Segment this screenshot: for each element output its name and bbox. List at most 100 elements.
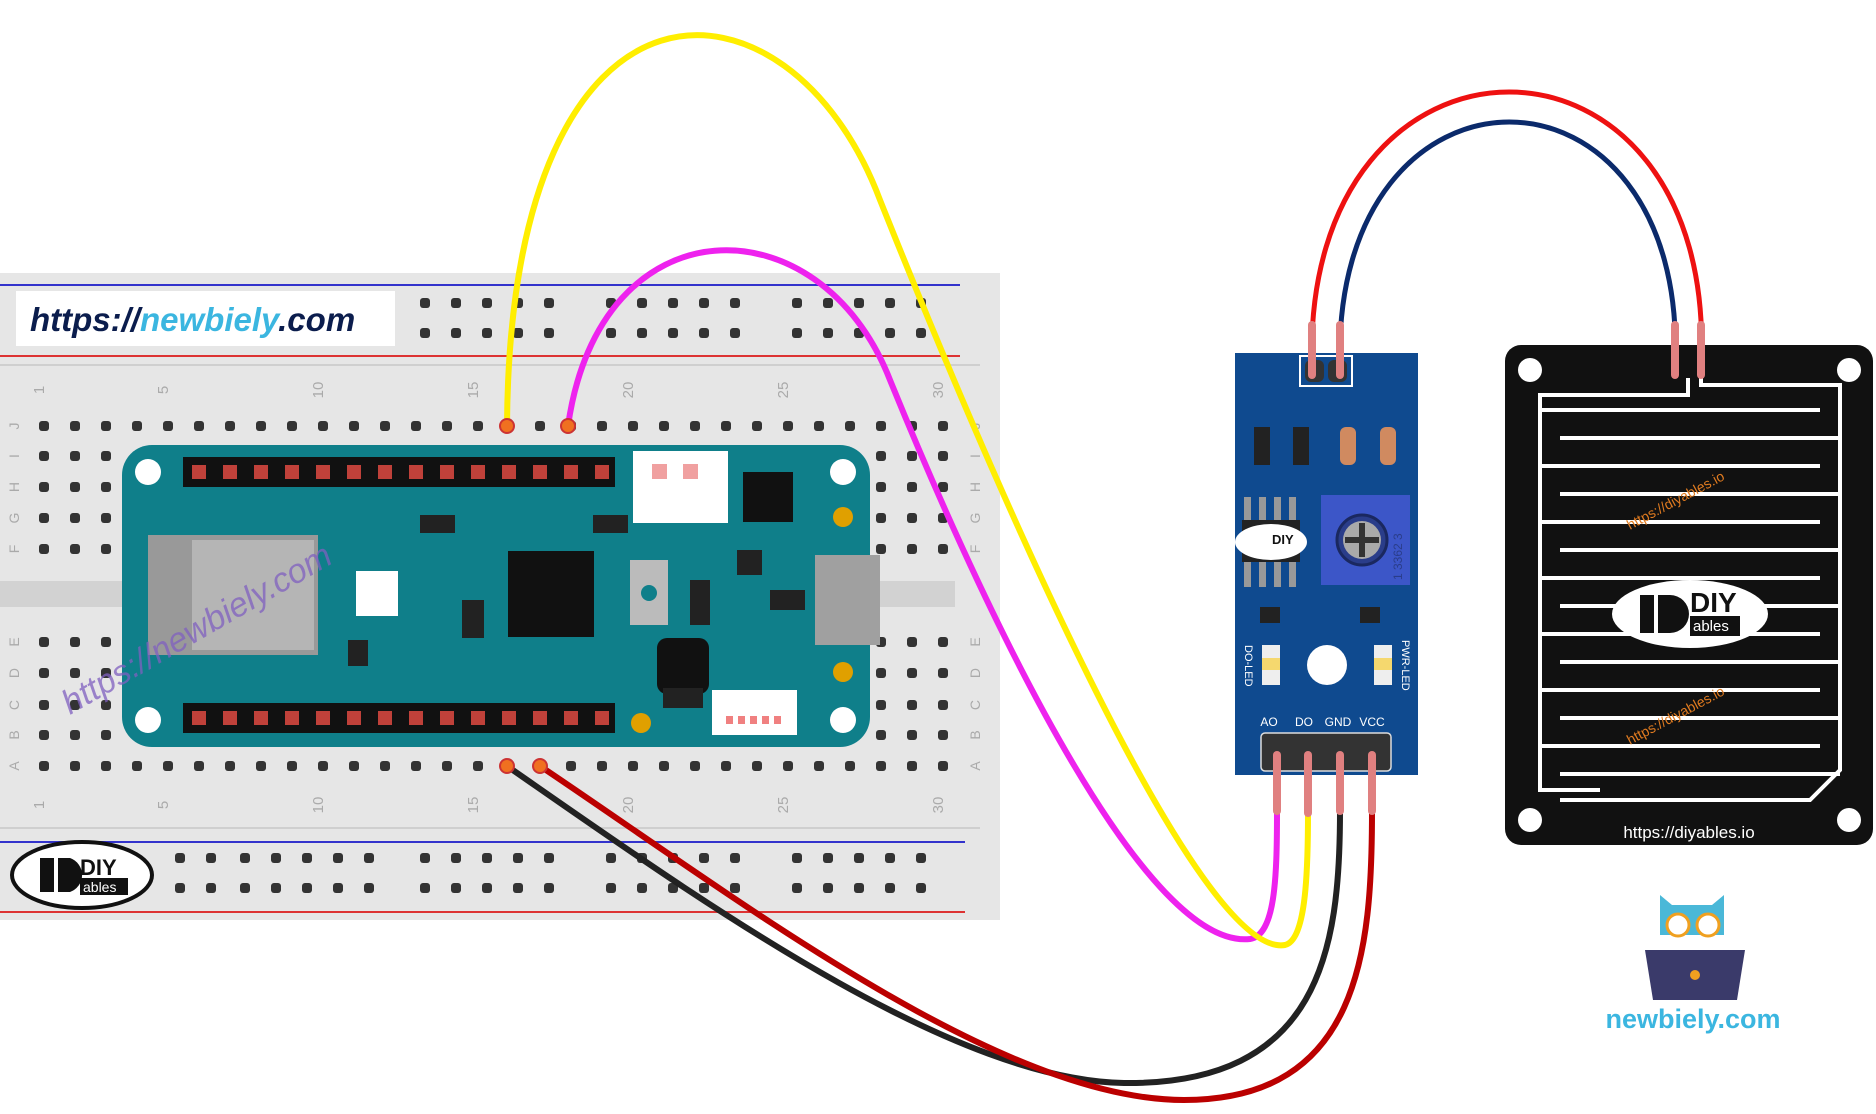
- rail-hole: [206, 853, 216, 863]
- header-pin: [254, 711, 268, 725]
- breadboard-hole: [39, 761, 49, 771]
- pwr-led-label: PWR-LED: [1399, 640, 1411, 691]
- column-number: 15: [465, 382, 482, 399]
- column-number: 5: [155, 801, 172, 809]
- rail-hole: [451, 328, 461, 338]
- breadboard-hole: [876, 730, 886, 740]
- breadboard-hole: [39, 482, 49, 492]
- breadboard-hole: [39, 451, 49, 461]
- rail-hole: [699, 328, 709, 338]
- row-label: F: [6, 545, 22, 554]
- rail-hole: [823, 853, 833, 863]
- breadboard-hole: [907, 451, 917, 461]
- rail-hole: [730, 298, 740, 308]
- rail-hole: [544, 328, 554, 338]
- rail-hole: [730, 853, 740, 863]
- rail-hole: [420, 328, 430, 338]
- row-label: C: [6, 700, 22, 710]
- header-pin: [471, 711, 485, 725]
- row-label: B: [967, 730, 983, 739]
- breadboard-hole: [814, 421, 824, 431]
- breadboard-hole: [101, 730, 111, 740]
- header-pin: [595, 465, 609, 479]
- breadboard-hole: [938, 700, 948, 710]
- breadboard-hole: [101, 451, 111, 461]
- rail-hole: [240, 883, 250, 893]
- breadboard-hole: [380, 421, 390, 431]
- header-pin: [254, 465, 268, 479]
- rail-hole: [885, 298, 895, 308]
- breadboard-hole: [132, 421, 142, 431]
- row-label: A: [6, 761, 22, 771]
- rail-hole: [792, 328, 802, 338]
- rail-hole: [606, 328, 616, 338]
- rail-hole: [668, 328, 678, 338]
- rail-hole: [420, 853, 430, 863]
- breadboard-hole: [225, 761, 235, 771]
- breadboard-hole: [70, 421, 80, 431]
- breadboard-hole: [70, 700, 80, 710]
- wire-blue-plate: [1337, 119, 1678, 371]
- column-number: 20: [620, 382, 637, 399]
- diy-logo: DIY ables: [10, 840, 154, 910]
- column-number: 1: [31, 386, 48, 394]
- column-number: 25: [775, 382, 792, 399]
- header-pin: [223, 465, 237, 479]
- plate-trace: [1560, 378, 1842, 802]
- breadboard-hole: [442, 761, 452, 771]
- column-number: 30: [930, 797, 947, 814]
- rail-hole: [730, 328, 740, 338]
- header-pin: [502, 465, 516, 479]
- breadboard-hole: [101, 421, 111, 431]
- rail-hole: [792, 298, 802, 308]
- breadboard-hole: [318, 761, 328, 771]
- row-label: I: [967, 454, 983, 458]
- header-pin: [316, 711, 330, 725]
- rail-hole: [271, 853, 281, 863]
- rail-hole: [482, 883, 492, 893]
- rail-hole: [916, 328, 926, 338]
- row-label: I: [6, 454, 22, 458]
- breadboard-hole: [690, 761, 700, 771]
- footer-brand: newbiely.com: [1605, 1004, 1780, 1034]
- breadboard-hole: [380, 761, 390, 771]
- breadboard-hole: [39, 421, 49, 431]
- rail-hole: [364, 853, 374, 863]
- rail-hole: [885, 328, 895, 338]
- header-pin: [223, 711, 237, 725]
- rail-hole: [637, 883, 647, 893]
- rail-hole: [823, 328, 833, 338]
- breadboard-hole: [597, 761, 607, 771]
- breadboard-hole: [535, 421, 545, 431]
- rail-hole: [637, 328, 647, 338]
- url-name: newbiely: [140, 301, 281, 338]
- rail-hole: [792, 853, 802, 863]
- breadboard-hole: [473, 421, 483, 431]
- breadboard-hole: [163, 761, 173, 771]
- breadboard-hole: [783, 421, 793, 431]
- breadboard-hole: [194, 421, 204, 431]
- header-pin: [285, 711, 299, 725]
- pin-label-ao: AO: [1260, 715, 1277, 729]
- breadboard-hole: [101, 761, 111, 771]
- rail-hole: [699, 883, 709, 893]
- breadboard-hole: [70, 761, 80, 771]
- row-label: F: [967, 545, 983, 554]
- breadboard-hole: [876, 761, 886, 771]
- rail-hole: [885, 853, 895, 863]
- breadboard-hole: [163, 421, 173, 431]
- breadboard-hole: [39, 544, 49, 554]
- breadboard-hole: [907, 700, 917, 710]
- breadboard-hole: [566, 761, 576, 771]
- rail-hole: [544, 883, 554, 893]
- wire-magenta-ao: [565, 247, 1280, 943]
- breadboard-hole: [256, 421, 266, 431]
- breadboard-hole: [938, 761, 948, 771]
- header-pin: [409, 711, 423, 725]
- rail-hole: [730, 883, 740, 893]
- header-pin: [192, 465, 206, 479]
- column-number: 10: [310, 797, 327, 814]
- column-number: 10: [310, 382, 327, 399]
